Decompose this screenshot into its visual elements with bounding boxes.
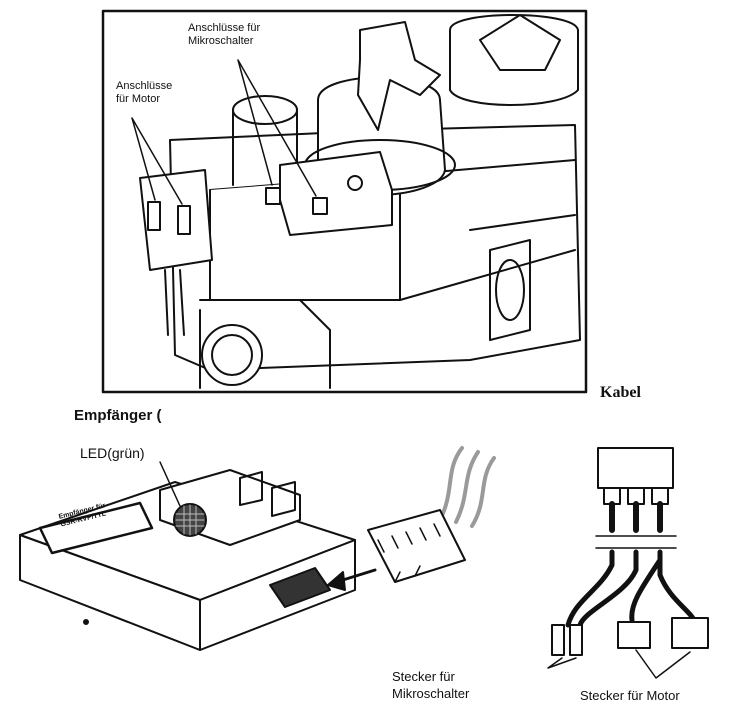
leader-stecker-mikro (547, 657, 577, 669)
mikro-plug-1 (551, 624, 565, 656)
mikro-plug-2 (569, 624, 583, 656)
cable-connector-block (597, 447, 674, 489)
motor-pin-2 (177, 205, 191, 235)
plug-body (367, 509, 466, 583)
rear-dial-knob (479, 14, 561, 71)
motor-plug-1 (617, 621, 651, 649)
receiver-socket (269, 567, 331, 608)
receiver-slots (239, 471, 296, 517)
valve-recess-hole (495, 259, 525, 321)
lower-housing (199, 299, 331, 389)
label-kabel: Kabel (600, 384, 641, 401)
illustration-frame (101, 9, 588, 394)
cable-illustration (547, 447, 709, 679)
plug-ribs (377, 523, 441, 553)
microswitch-screw (347, 175, 363, 191)
valve-edge-3 (469, 214, 576, 231)
label-led: LED(grün) (80, 445, 145, 461)
microswitch-pin-2 (312, 197, 328, 215)
cable-lower-wires (565, 549, 698, 628)
cable-upper-wires (609, 501, 663, 533)
valve-edge-2 (399, 249, 576, 301)
plug-arrow-head (327, 571, 346, 591)
knob-column (232, 109, 298, 186)
plug-wires (438, 446, 496, 528)
leader-motor (131, 117, 183, 205)
receiver-screw (83, 619, 89, 625)
valve-recess (489, 239, 531, 341)
dial-knob (357, 21, 441, 131)
microswitch-pin-1 (265, 187, 281, 205)
knob-top (232, 95, 298, 125)
leader-led (159, 461, 181, 507)
leader-mikroschalter (237, 59, 317, 197)
motor-pin-1 (147, 201, 161, 231)
pipe-fitting (201, 324, 263, 386)
label-stecker-motor: Stecker für Motor (580, 688, 680, 703)
motor-wires (164, 269, 185, 336)
leader-stecker-motor (635, 649, 691, 679)
receiver-illustration (19, 461, 377, 651)
label-stecker-mikroschalter: Stecker für Mikroschalter (392, 669, 470, 701)
label-anschluesse-mikroschalter: Anschlüsse für Mikroschalter (188, 22, 261, 47)
microswitch (279, 151, 393, 236)
motor-plug-2 (671, 617, 709, 649)
plug-illustration (367, 446, 496, 583)
led-grid (175, 504, 205, 536)
label-anschluesse-motor: Anschlüsse für Motor (116, 80, 173, 105)
receiver-label-plate (38, 501, 154, 555)
cable-break-marks (595, 535, 677, 549)
motor-connector (139, 169, 213, 271)
label-empfaenger: Empfänger ( (74, 407, 162, 424)
gas-valve-illustration (101, 9, 588, 394)
plug-clips (394, 565, 421, 583)
pipe-fitting-inner (211, 334, 253, 376)
